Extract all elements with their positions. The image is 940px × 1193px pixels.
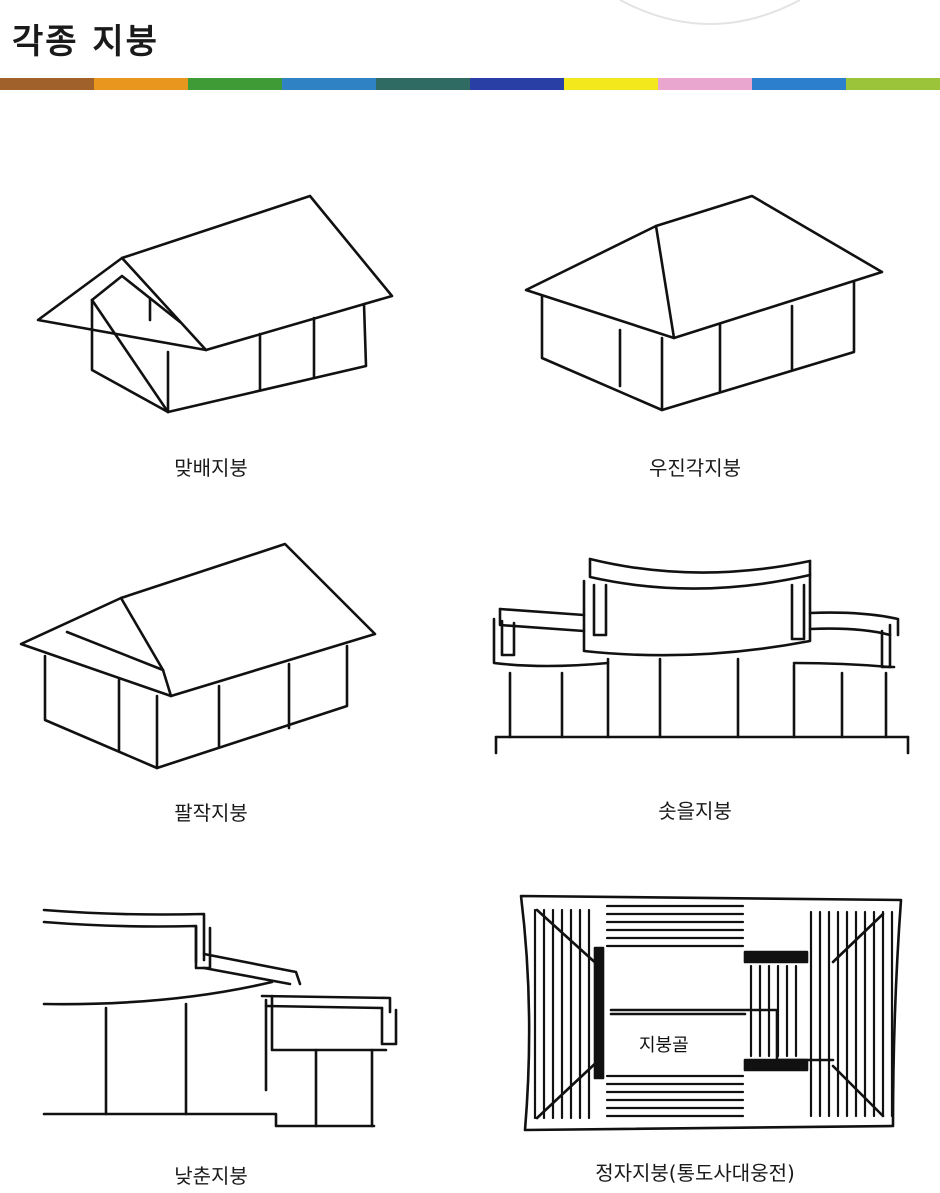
- hip-and-gable-roof-diagram: [15, 540, 385, 775]
- color-stripe-bar: [0, 78, 940, 90]
- color-stripe-segment: [658, 78, 752, 90]
- roof-caption-lowered: 낮춘지붕: [174, 1164, 248, 1188]
- color-stripe-segment: [282, 78, 376, 90]
- gable-roof-diagram: [30, 190, 400, 420]
- color-stripe-segment: [376, 78, 470, 90]
- color-stripe-segment: [94, 78, 188, 90]
- page-title: 각종 지붕: [12, 22, 159, 62]
- color-stripe-segment: [752, 78, 846, 90]
- color-stripe-segment: [188, 78, 282, 90]
- roof-caption-hip-and-gable: 팔작지붕: [174, 801, 248, 825]
- raised-roof-diagram: [490, 555, 915, 760]
- roof-caption-raised: 솟을지붕: [658, 799, 732, 823]
- roof-caption-gable: 맞배지붕: [174, 456, 248, 480]
- color-stripe-segment: [470, 78, 564, 90]
- hipped-roof-diagram: [520, 190, 890, 420]
- roof-caption-hipped: 우진각지붕: [649, 456, 741, 480]
- lowered-roof-diagram: [40, 900, 410, 1140]
- color-stripe-segment: [0, 78, 94, 90]
- color-stripe-segment: [846, 78, 940, 90]
- roof-valley-label: 지붕골: [635, 1031, 693, 1057]
- cross-shaped-roof-plan-diagram: [515, 890, 910, 1140]
- color-stripe-segment: [564, 78, 658, 90]
- roof-caption-cross-shaped: 정자지붕(통도사대웅전): [595, 1161, 795, 1185]
- decorative-arc: [619, 0, 801, 25]
